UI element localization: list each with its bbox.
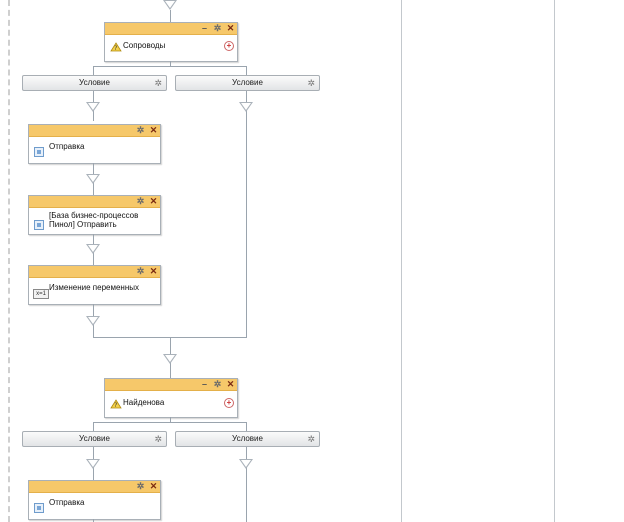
block-header[interactable]: ✲ ✕ xyxy=(29,125,160,137)
block-header[interactable]: ✲ ✕ xyxy=(29,481,160,493)
svg-text:?: ? xyxy=(114,45,117,52)
connector-line xyxy=(93,422,247,423)
condition-label: Условие xyxy=(79,434,110,443)
plus-icon[interactable]: + xyxy=(224,398,234,408)
flow-arrow xyxy=(86,102,100,112)
gear-icon[interactable]: ✲ xyxy=(154,78,162,88)
canvas-left-border xyxy=(8,0,10,522)
flow-arrow xyxy=(86,316,100,326)
block-header[interactable]: – ✲ ✕ xyxy=(105,23,237,35)
block-header[interactable]: – ✲ ✕ xyxy=(105,379,237,391)
condition-label: Условие xyxy=(232,434,263,443)
gear-icon[interactable]: ✲ xyxy=(154,434,162,444)
close-icon[interactable]: ✕ xyxy=(149,196,158,206)
question-icon: ? xyxy=(110,42,122,52)
close-icon[interactable]: ✕ xyxy=(149,125,158,135)
gear-icon[interactable]: ✲ xyxy=(136,266,145,276)
gear-icon[interactable]: ✲ xyxy=(136,481,145,491)
block-title: Сопроводы xyxy=(123,41,166,50)
block-title-line1: [База бизнес-процессов xyxy=(49,211,139,220)
condition-branch-button[interactable]: Условие ✲ xyxy=(22,431,167,447)
gear-icon[interactable]: ✲ xyxy=(307,78,315,88)
plus-icon[interactable]: + xyxy=(224,41,234,51)
block-title-line2: Пинол] Отправить xyxy=(49,220,117,229)
activity-block-otpr2[interactable]: ✲ ✕ Отправка xyxy=(28,480,161,520)
flow-arrow xyxy=(86,174,100,184)
activity-icon xyxy=(34,220,44,230)
activity-block-izm[interactable]: ✲ ✕ x=1 Изменение переменных xyxy=(28,265,161,305)
column-separator xyxy=(554,0,555,522)
minimize-icon[interactable]: – xyxy=(201,23,207,33)
connector-line xyxy=(246,91,247,337)
condition-block-sopr[interactable]: – ✲ ✕ ? Сопроводы + xyxy=(104,22,238,62)
gear-icon[interactable]: ✲ xyxy=(307,434,315,444)
condition-label: Условие xyxy=(232,78,263,87)
condition-branch-button[interactable]: Условие ✲ xyxy=(175,431,320,447)
condition-block-naid[interactable]: – ✲ ✕ ? Найденова + xyxy=(104,378,238,418)
flow-arrow xyxy=(86,459,100,469)
connector-line xyxy=(246,66,247,75)
activity-icon xyxy=(34,503,44,513)
close-icon[interactable]: ✕ xyxy=(226,379,235,389)
condition-branch-button[interactable]: Условие ✲ xyxy=(175,75,320,91)
block-title: Найденова xyxy=(123,398,165,407)
activity-block-baza[interactable]: ✲ ✕ [База бизнес-процессов Пинол] Отправ… xyxy=(28,195,161,235)
minimize-icon[interactable]: – xyxy=(201,379,207,389)
flow-arrow xyxy=(86,244,100,254)
condition-branch-button[interactable]: Условие ✲ xyxy=(22,75,167,91)
variable-icon: x=1 xyxy=(33,289,49,299)
connector-line xyxy=(246,447,247,522)
activity-icon xyxy=(34,147,44,157)
flow-arrow xyxy=(163,354,177,364)
close-icon[interactable]: ✕ xyxy=(226,23,235,33)
block-header[interactable]: ✲ ✕ xyxy=(29,196,160,208)
connector-line xyxy=(170,10,171,22)
gear-icon[interactable]: ✲ xyxy=(213,23,222,33)
gear-icon[interactable]: ✲ xyxy=(136,196,145,206)
close-icon[interactable]: ✕ xyxy=(149,481,158,491)
block-title: Отправка xyxy=(49,498,85,507)
flow-arrow xyxy=(239,459,253,469)
gear-icon[interactable]: ✲ xyxy=(213,379,222,389)
block-header[interactable]: ✲ ✕ xyxy=(29,266,160,278)
svg-text:?: ? xyxy=(114,402,117,409)
flow-arrow xyxy=(239,102,253,112)
connector-line xyxy=(93,422,94,431)
block-title: Изменение переменных xyxy=(49,283,140,292)
connector-line xyxy=(246,422,247,431)
connector-line xyxy=(93,66,94,75)
activity-block-otpr[interactable]: ✲ ✕ Отправка xyxy=(28,124,161,164)
close-icon[interactable]: ✕ xyxy=(149,266,158,276)
flow-arrow xyxy=(163,0,177,10)
connector-line xyxy=(93,66,247,67)
condition-label: Условие xyxy=(79,78,110,87)
column-separator xyxy=(401,0,402,522)
connector-line xyxy=(170,417,171,422)
block-title: Отправка xyxy=(49,142,85,151)
question-icon: ? xyxy=(110,399,122,409)
connector-line xyxy=(93,519,94,522)
gear-icon[interactable]: ✲ xyxy=(136,125,145,135)
connector-line xyxy=(170,61,171,66)
